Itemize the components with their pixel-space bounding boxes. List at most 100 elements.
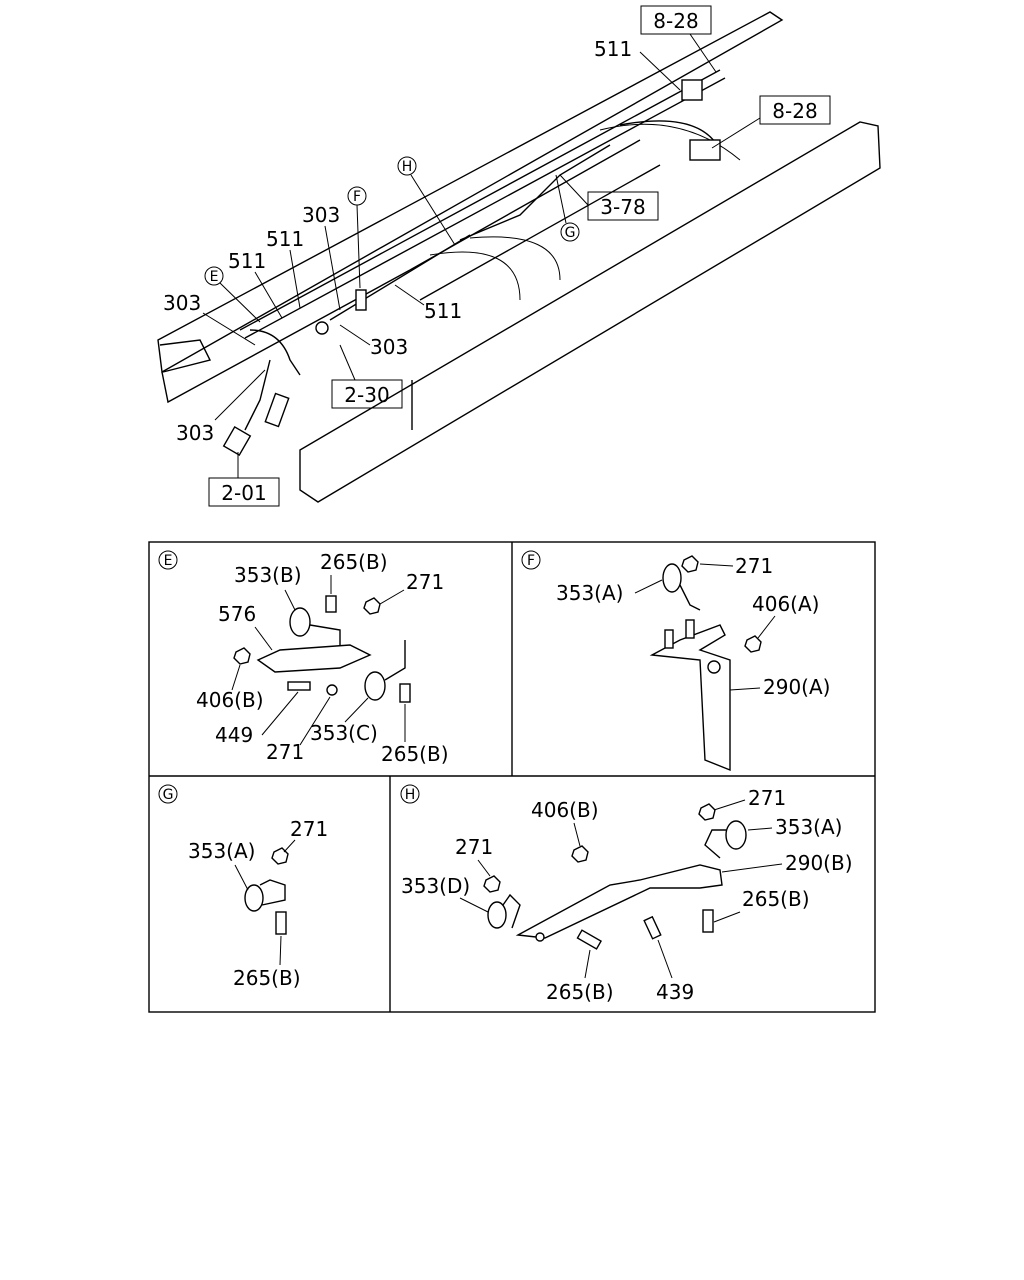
clamp-bracket <box>384 640 406 681</box>
leader-line <box>747 827 773 831</box>
washer <box>535 932 545 942</box>
stud <box>685 619 695 639</box>
part-label: 511 <box>424 299 462 323</box>
leader-line <box>379 589 405 605</box>
leader-line <box>231 664 241 691</box>
clamp-bracket <box>259 879 286 906</box>
leader-line <box>261 691 299 736</box>
leader-line <box>299 696 331 746</box>
clamp-353a <box>244 884 264 912</box>
callout-circle <box>204 266 224 286</box>
leader-line <box>289 249 301 309</box>
part-label: 303 <box>176 421 214 445</box>
part-label: 303 <box>302 203 340 227</box>
washer-271 <box>326 684 338 696</box>
clamp-353d-tab <box>502 893 521 929</box>
leader-line <box>721 863 783 873</box>
leader-line <box>459 897 489 913</box>
leader-line <box>219 282 261 323</box>
nut-271-left <box>483 875 501 893</box>
leader-line <box>279 935 282 966</box>
nut-406a <box>744 635 762 653</box>
ref-label: 2-30 <box>344 383 389 407</box>
leader-line <box>477 859 491 877</box>
leader-line <box>711 117 761 149</box>
ref-box <box>587 191 659 221</box>
leader-line <box>713 799 746 811</box>
part-label: 271 <box>290 817 328 841</box>
clamp-tab <box>679 584 701 611</box>
fuel-tank-outline <box>429 236 561 301</box>
module-part-2 <box>681 79 703 101</box>
leader-line <box>639 51 681 91</box>
part-label: 511 <box>266 227 304 251</box>
bolt-265b-lower <box>576 929 602 950</box>
nut-271 <box>681 555 699 573</box>
harness-main <box>239 69 721 331</box>
ref-label: 8-28 <box>653 9 698 33</box>
ref-box <box>640 5 712 35</box>
leader-line <box>584 949 591 979</box>
part-label: 353(A) <box>556 581 623 605</box>
leader-line <box>634 579 663 594</box>
leader-line <box>214 369 266 421</box>
module-part <box>689 139 721 161</box>
callout-letter: F <box>353 189 361 205</box>
panel-id: G <box>163 787 174 803</box>
frame-rail-end <box>159 339 212 373</box>
leader-line <box>324 225 341 311</box>
ref-label: 3-78 <box>600 195 645 219</box>
panel-id-circle <box>400 784 420 804</box>
leader-line <box>410 174 456 246</box>
frame-rail-upper-flange <box>161 269 411 404</box>
bolt-265b-lower <box>399 683 411 703</box>
nut-271 <box>363 597 381 615</box>
leader-line <box>729 687 761 691</box>
clamp-353a <box>725 820 747 850</box>
detail-panels-frame <box>148 541 876 1013</box>
leader-line <box>254 626 273 651</box>
part-label: 265(B) <box>320 550 388 574</box>
ref-box <box>208 477 280 507</box>
ref-label: 8-28 <box>772 99 817 123</box>
part-label: 271 <box>266 740 304 764</box>
part-label: 511 <box>228 249 266 273</box>
leader-line <box>234 864 249 891</box>
bracket-290a <box>649 624 731 772</box>
leader-line <box>394 284 425 306</box>
part-label: 290(B) <box>785 851 853 875</box>
part-label: 303 <box>163 291 201 315</box>
leader-line <box>283 839 296 853</box>
part-label: 353(C) <box>310 721 378 745</box>
leader-line <box>284 589 296 611</box>
connector-part <box>222 426 252 456</box>
callout-letter: H <box>402 159 413 175</box>
panel-h: H 406(B) 271 353(A) 271 290(B) 353(D) 26… <box>400 784 853 1004</box>
nut-406b <box>571 845 589 863</box>
part-label: 271 <box>406 570 444 594</box>
leader-line <box>689 33 717 73</box>
panel-id-circle <box>158 784 178 804</box>
leader-line <box>713 911 741 923</box>
part-label: 265(B) <box>742 887 810 911</box>
ref-box <box>759 95 831 125</box>
callout-circle <box>397 156 417 176</box>
leader-line <box>559 174 589 206</box>
panel-id-circle <box>521 550 541 570</box>
bracket-hole <box>707 660 721 674</box>
leader-line <box>657 939 673 979</box>
bolt-449 <box>287 681 311 691</box>
harness-to-connector <box>244 359 271 431</box>
bracket-part <box>355 289 367 311</box>
frame-rail-upper <box>157 11 784 374</box>
clip-part <box>315 321 329 335</box>
callout-circle <box>560 222 580 242</box>
leader-line <box>356 204 361 289</box>
clamp-353b <box>289 607 311 637</box>
ref-box <box>331 379 403 409</box>
clamp-353a-tab <box>704 829 726 859</box>
panel-g: G 271 353(A) 265(B) <box>158 784 328 990</box>
part-label: 265(B) <box>233 966 301 990</box>
panel-id-circle <box>158 550 178 570</box>
